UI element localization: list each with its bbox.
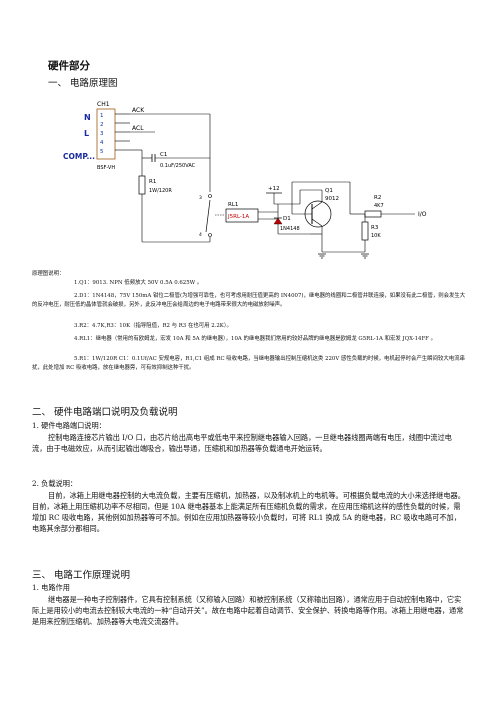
ports-item-2-title: 2. 负载说明： (32, 479, 78, 488)
svg-text:3: 3 (100, 131, 104, 137)
relay-rl1 (225, 208, 259, 223)
c1-value: 0.1uF/250VAC (160, 163, 196, 169)
io-label: I/O (418, 211, 427, 218)
d1-value: 1N4148 (280, 226, 300, 232)
svg-text:5: 5 (100, 149, 104, 155)
svg-text:4: 4 (199, 232, 202, 238)
desc-item-5: 5.R1：1W/120R C1：0.1Uf/AC 安规电容，R1,C1 组成 R… (32, 356, 465, 371)
ports-item-1-body: 控制电路连接芯片输出 I/O 口，由芯片给出高电平或低电平来控制继电器输入回路，… (32, 433, 452, 453)
r1-value: 1W/120R (149, 188, 172, 194)
section-heading-schematic: 一、 电路原理图 (48, 78, 118, 89)
plus12-label: +12 (268, 186, 280, 192)
svg-text:3: 3 (199, 195, 202, 201)
page-title: 硬件部分 (48, 60, 90, 72)
c1-name: C1 (160, 152, 167, 158)
r3-name: R3 (371, 225, 379, 231)
r3-value: 10K (371, 233, 381, 239)
section-heading-principle: 三、 电路工作原理说明 (32, 570, 131, 581)
r1-name: R1 (149, 179, 156, 185)
svg-text:4: 4 (100, 140, 104, 146)
q1-value: 9012 (325, 196, 339, 202)
resistor-r1 (138, 175, 146, 195)
n-label: N (84, 113, 91, 122)
r2-name: R2 (374, 195, 381, 201)
ack-label: ACK (132, 107, 145, 114)
ports-item-1-title: 1. 硬件电路端口说明： (32, 421, 106, 430)
ch1-label: CH1 (97, 101, 110, 108)
svg-text:1: 1 (100, 113, 104, 119)
desc-item-4: 4.RL1：继电器（常用的有欧姆龙，宏发 10A 和 5A 的继电器），10A … (74, 336, 437, 342)
principle-item-1-body: 继电器是一种电子控制器件，它具有控制系统（又称输入回路）和被控制系统（又称输出回… (32, 595, 464, 626)
desc-item-3: 3.R2：4.7K,R3：10K（指导阻值，R2 与 R3 在也可用 2.2K）… (74, 323, 232, 329)
acl-label: ACL (132, 125, 144, 132)
bsf-label: BSF-VH (97, 165, 115, 171)
principle-item-1-title: 1. 电路作用 (32, 583, 70, 592)
svg-text:2: 2 (100, 122, 104, 128)
resistor-r3 (361, 221, 369, 241)
connector-ch1 (96, 108, 116, 160)
desc-item-2: 2.D1：1N4148，75V 150mA 钳位二极管(为增强可靠性，也可考虑用… (32, 293, 466, 308)
q1-name: Q1 (325, 188, 333, 194)
desc-item-1: 1.Q1：9013. NPN 低频放大 50V 0.5A 0.625W 。 (74, 280, 203, 286)
comp-label: COMP... (63, 152, 95, 161)
resistor-r2 (364, 210, 382, 218)
d1-name: D1 (283, 216, 291, 222)
relay-model: J5RL-1A (227, 214, 249, 220)
r2-value: 4K7 (374, 203, 384, 209)
l-label: L (84, 129, 89, 138)
rl1-label: RL1 (228, 202, 238, 208)
circuit-schematic: CH1 1 2 3 4 5 N L COMP... BSF-VH ACK ACL… (63, 101, 427, 259)
ports-item-2-body: 目前，冰箱上用继电器控制的大电流负载，主要有压缩机，加热器，以及制冰机上的电机等… (32, 491, 465, 533)
desc-title: 原理图说明： (32, 271, 65, 277)
section-heading-ports: 二、 硬件电路端口说明及负载说明 (32, 407, 178, 418)
